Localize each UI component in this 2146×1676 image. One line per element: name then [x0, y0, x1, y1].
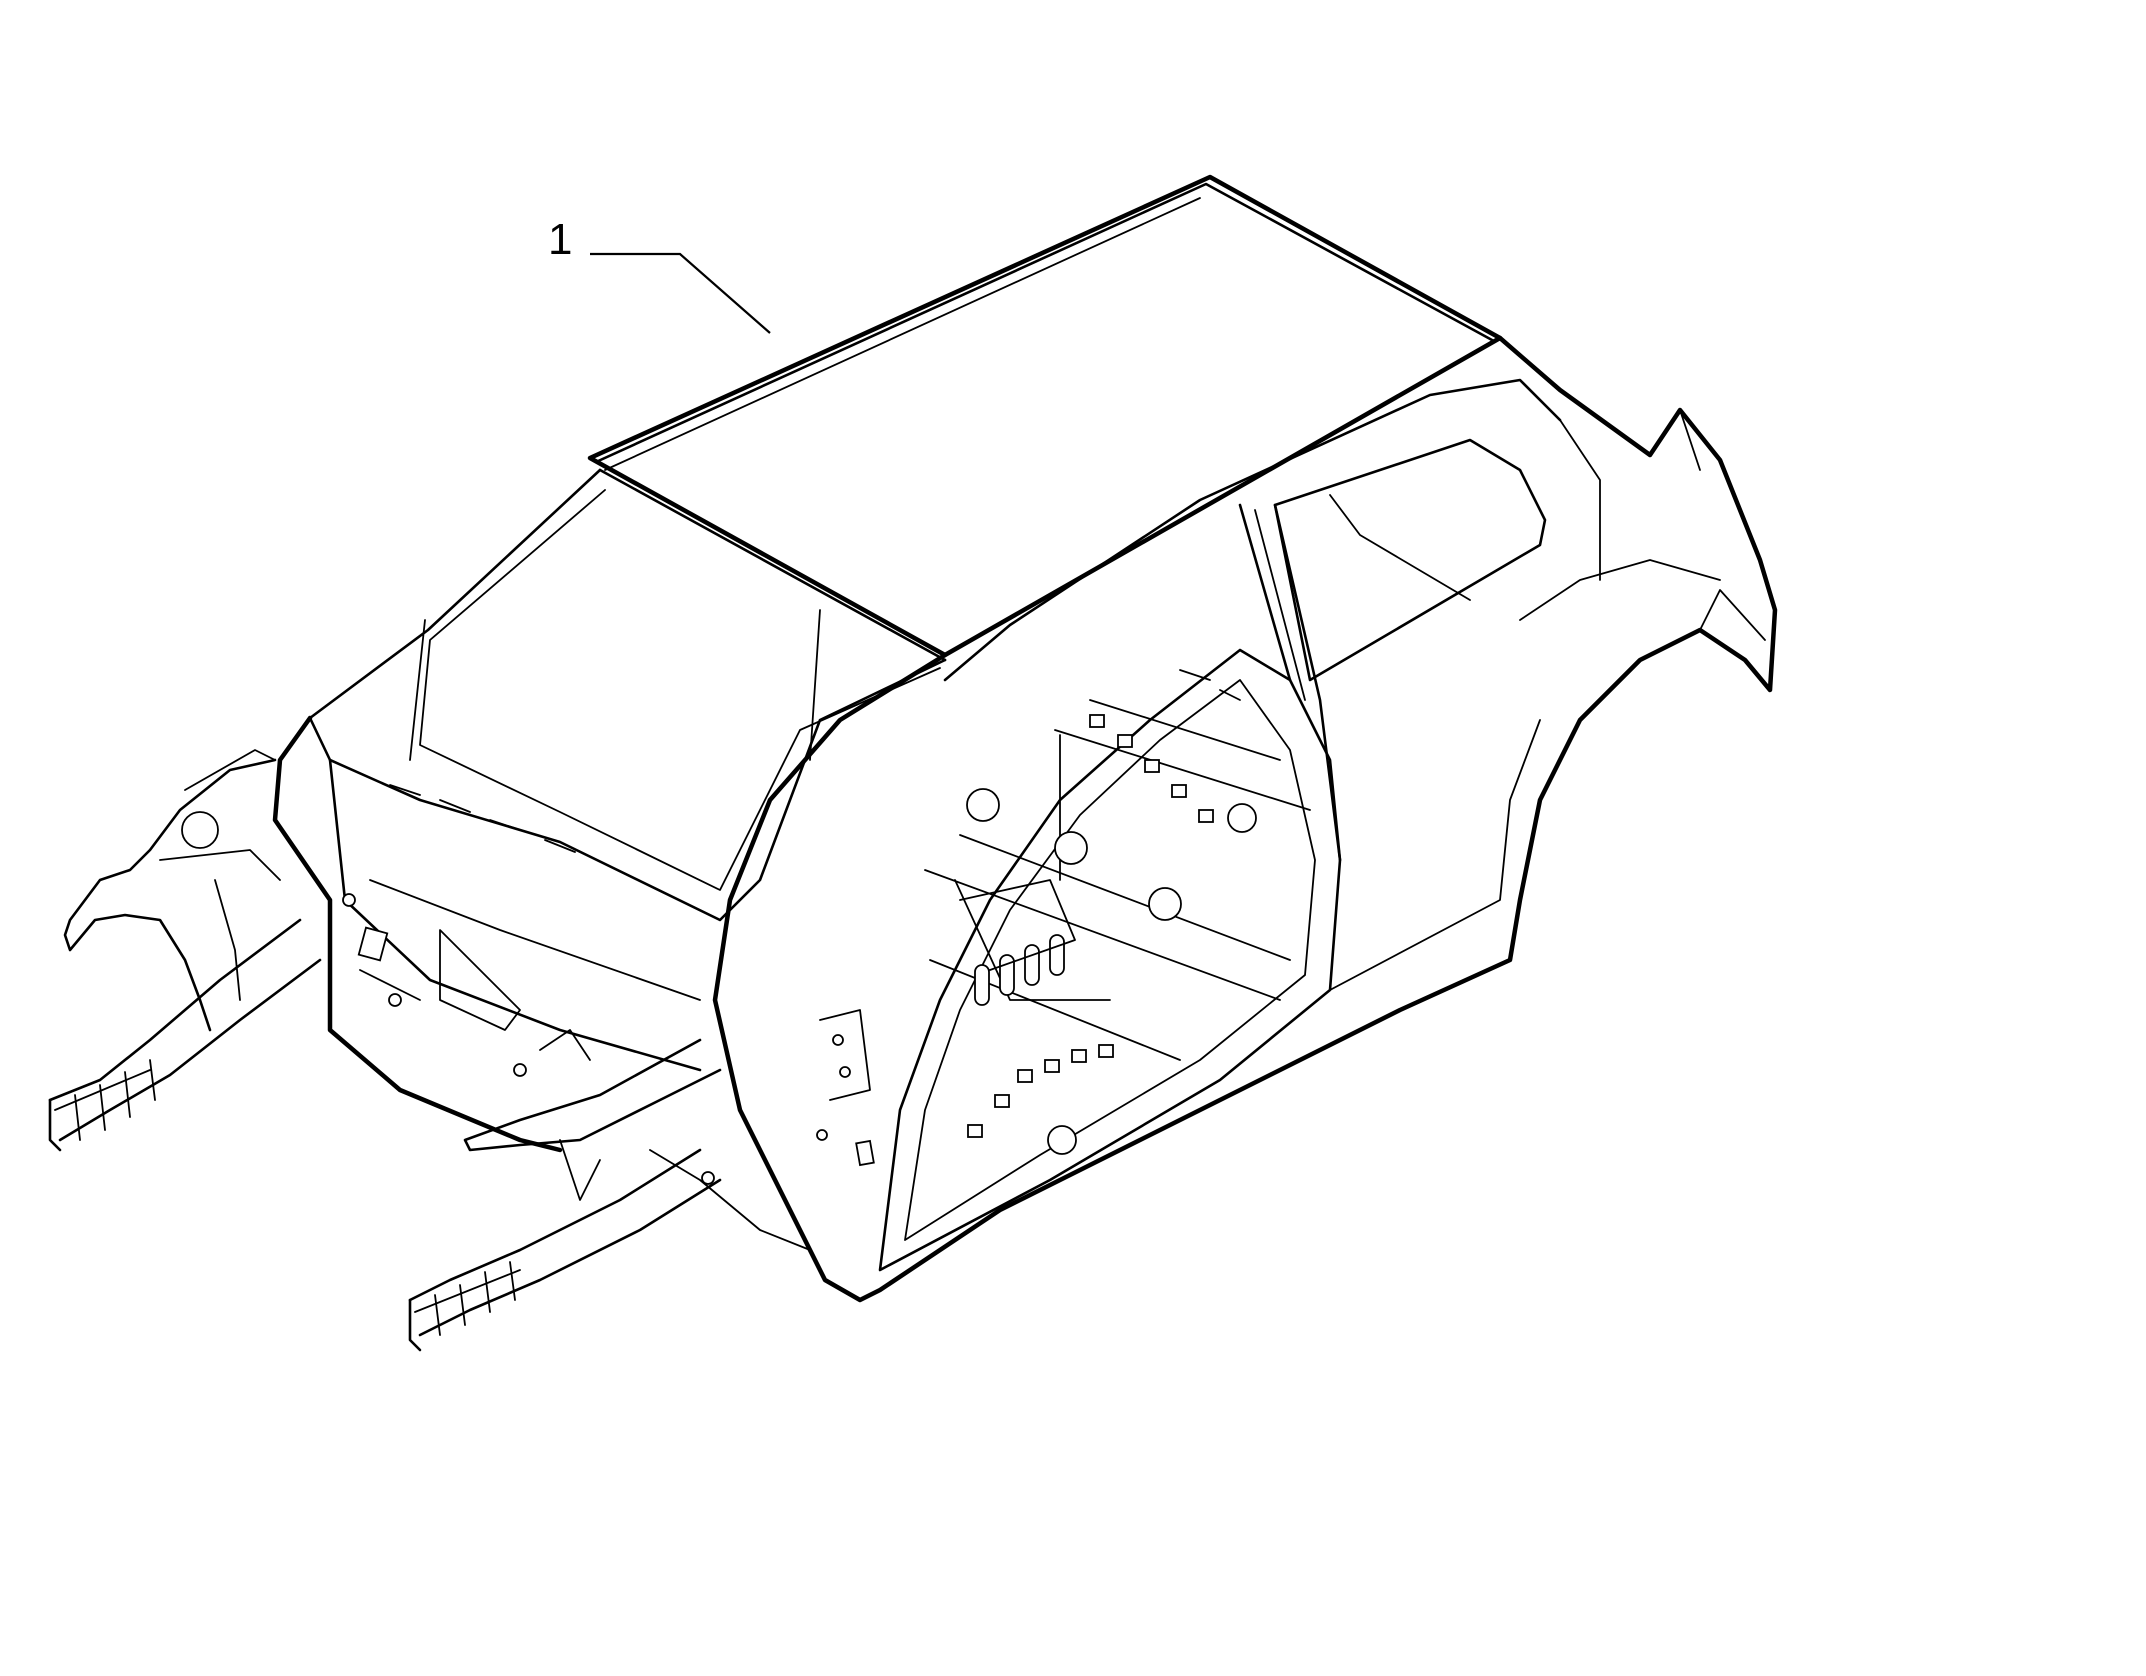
callout-1-leader-line: [590, 252, 771, 334]
windshield-frame: [308, 468, 947, 922]
front-left-strut-tower: [63, 749, 281, 1032]
callout-1: 1: [548, 215, 771, 334]
floor-pan: [924, 669, 1311, 1155]
a-pillar-inner: [816, 1009, 875, 1167]
front-left-frame-rail: [48, 918, 322, 1152]
roof-panel: [587, 174, 1503, 662]
front-right-frame-rail: [408, 1029, 811, 1352]
right-side-panel: [712, 335, 1778, 1303]
front-bulkhead: [272, 715, 702, 1153]
callout-1-label: 1: [548, 215, 572, 264]
